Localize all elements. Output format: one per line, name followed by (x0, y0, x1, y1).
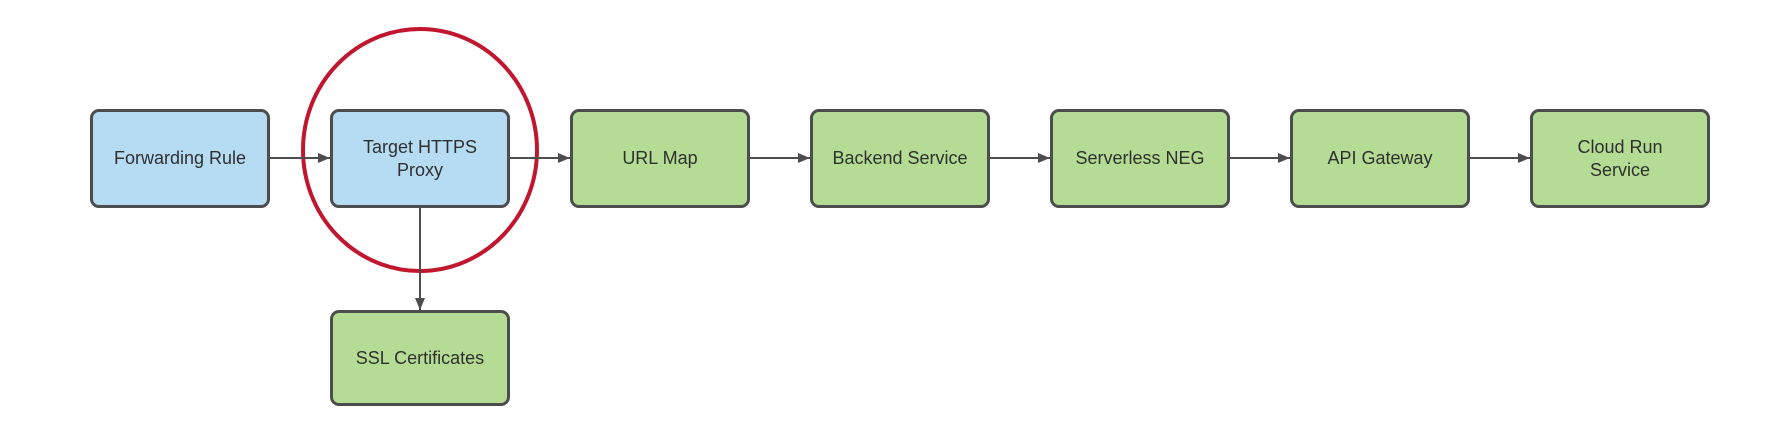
node-serverless-neg: Serverless NEG (1050, 109, 1230, 208)
node-label: API Gateway (1327, 148, 1433, 169)
node-forwarding-rule: Forwarding Rule (90, 109, 270, 208)
node-api-gateway: API Gateway (1290, 109, 1470, 208)
node-url-map: URL Map (570, 109, 750, 208)
node-cloud-run-service: Cloud Run Service (1530, 109, 1710, 208)
node-ssl-certificates: SSL Certificates (330, 310, 510, 406)
node-label: Serverless NEG (1075, 148, 1205, 169)
node-label: Backend Service (832, 148, 968, 169)
node-target-https-proxy: Target HTTPS Proxy (330, 109, 510, 208)
node-label: Target HTTPS Proxy (362, 137, 478, 180)
node-backend-service: Backend Service (810, 109, 990, 208)
node-label: Forwarding Rule (113, 148, 247, 169)
node-label: URL Map (622, 148, 698, 169)
node-label: Cloud Run Service (1577, 137, 1663, 180)
node-label: SSL Certificates (355, 347, 485, 368)
